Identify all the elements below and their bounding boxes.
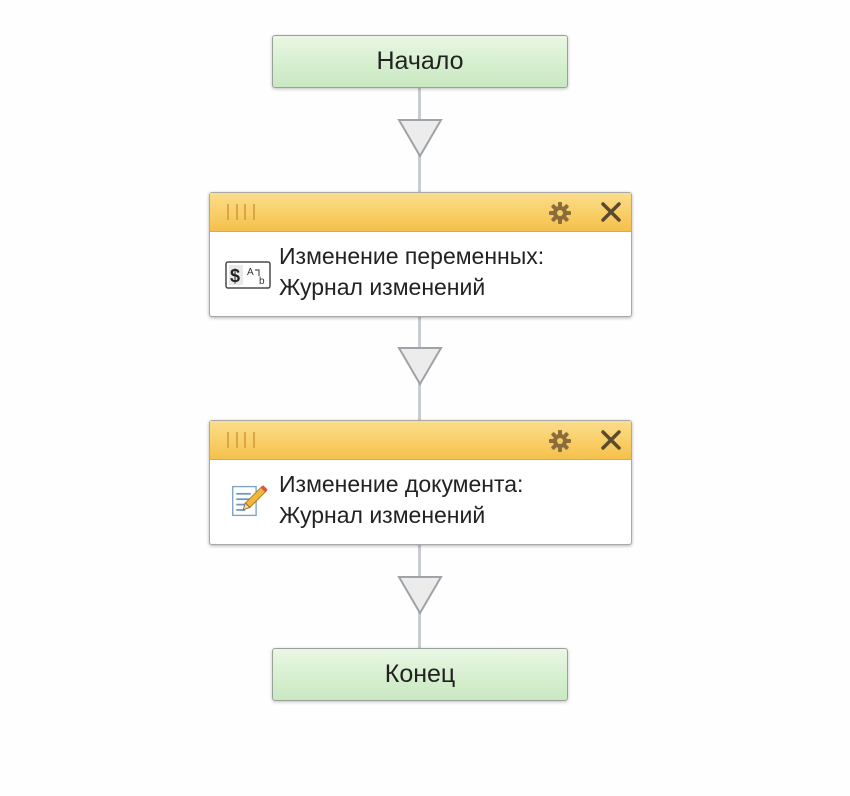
end-node-label: Конец: [384, 660, 456, 688]
variables-icon: $ A b: [225, 261, 271, 289]
action-title-line1: Изменение переменных:: [279, 243, 545, 269]
action-title-line1: Изменение документа:: [279, 471, 524, 497]
gear-icon[interactable]: [548, 201, 572, 225]
svg-text:b: b: [259, 276, 265, 287]
action-block-change-document[interactable]: Изменение документа: Журнал изменений: [209, 420, 632, 545]
action-title-line2: Журнал изменений: [279, 502, 486, 528]
gear-icon[interactable]: [548, 429, 572, 453]
close-icon[interactable]: [600, 429, 622, 451]
svg-text:$: $: [230, 266, 240, 286]
action-block-change-variables[interactable]: $ A b Изменение переменных: Журнал измен…: [209, 192, 632, 317]
drag-handle-icon[interactable]: [227, 432, 255, 448]
drag-handle-icon[interactable]: [227, 204, 255, 220]
flow-arrow-icon: [397, 347, 443, 386]
start-node[interactable]: Начало: [272, 35, 568, 88]
start-node-label: Начало: [376, 47, 464, 75]
close-icon[interactable]: [600, 201, 622, 223]
action-title: Изменение переменных: Журнал изменений: [279, 241, 544, 303]
action-header[interactable]: [210, 193, 631, 232]
svg-text:A: A: [247, 267, 254, 278]
action-header[interactable]: [210, 421, 631, 460]
flow-arrow-icon: [397, 119, 443, 158]
flow-arrow-icon: [397, 576, 443, 615]
action-title-line2: Журнал изменений: [279, 274, 486, 300]
action-title: Изменение документа: Журнал изменений: [279, 469, 523, 531]
document-edit-icon: [232, 485, 268, 517]
end-node[interactable]: Конец: [272, 648, 568, 701]
